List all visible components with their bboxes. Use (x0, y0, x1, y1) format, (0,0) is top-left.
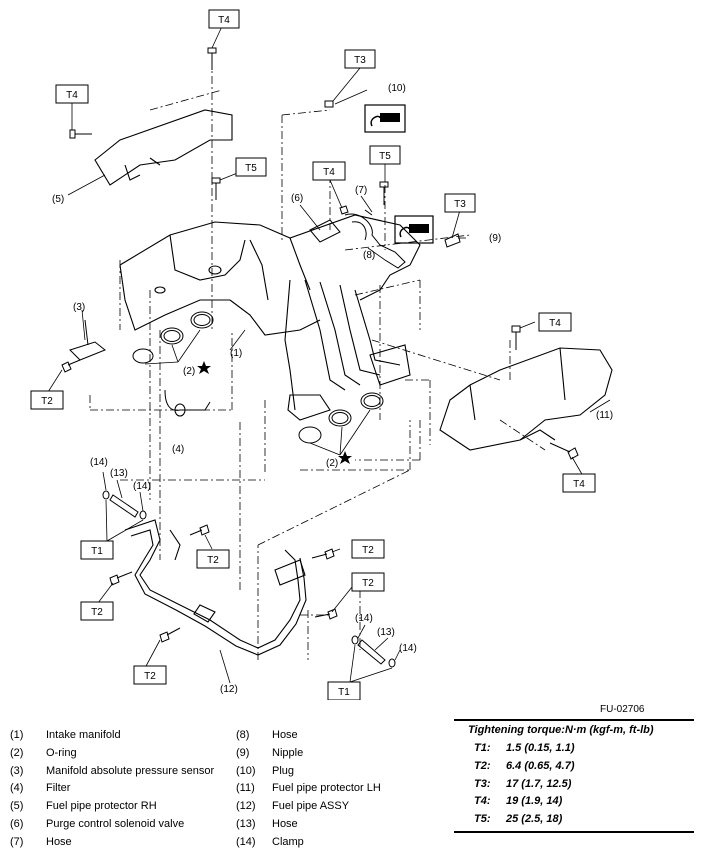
t5-box-label: T5 (245, 163, 257, 174)
map-sensor (69, 319, 106, 361)
purge-solenoid-and-hoses (309, 209, 406, 269)
t1-box-label: T1 (338, 687, 350, 698)
parts-legend-right: (8)Hose (9)Nipple (10)Plug (11)Fuel pipe… (236, 727, 381, 852)
exploded-diagram: T4 T4 T5 T3 T4 T5 T3 T4 T4 T2 T1 T2 T2 T… (30, 9, 613, 700)
callout-5: (5) (52, 194, 64, 205)
o-rings (132, 311, 384, 444)
callout-14: (14) (133, 481, 151, 492)
fuel-pipe-assy (124, 519, 307, 656)
intake-manifold (119, 214, 421, 421)
callout-11: (11) (596, 410, 613, 421)
legend-item: (13)Hose (236, 817, 298, 830)
legend-item: (6)Purge control solenoid valve (10, 817, 185, 830)
bolts (61, 47, 579, 643)
t3-box-label: T3 (354, 55, 366, 66)
legend-item: (8)Hose (236, 729, 298, 741)
t4-box-label: T4 (323, 167, 335, 178)
t2-box-label: T2 (41, 396, 53, 407)
callout-12: (12) (220, 684, 238, 695)
torque-row: T3:17 (1.7, 12.5) (474, 777, 572, 790)
callout-3: (3) (73, 302, 85, 313)
torque-table: Tightening torque:N·m (kgf-m, ft-lb) T1:… (454, 719, 694, 833)
legend-item: (3)Manifold absolute pressure sensor (10, 764, 215, 777)
parts-legend-left: (1)Intake manifold (2)O-ring (3)Manifold… (10, 727, 214, 852)
legend-item: (12)Fuel pipe ASSY (236, 800, 350, 813)
torque-row: T4:19 (1.9, 14) (474, 795, 563, 808)
callout-8: (8) (363, 250, 375, 261)
t2-box-label: T2 (91, 607, 103, 618)
callout-14: (14) (399, 643, 417, 654)
callout-9: (9) (489, 233, 501, 244)
t2-box-label: T2 (362, 545, 374, 556)
t5-box-label: T5 (379, 151, 391, 162)
torque-row: T1:1.5 (0.15, 1.1) (474, 742, 575, 754)
callout-6: (6) (291, 193, 303, 204)
callout-10: (10) (388, 83, 406, 94)
sealant-icons (364, 104, 434, 244)
t4-box-label: T4 (549, 318, 561, 329)
t4-box-label: T4 (218, 15, 230, 26)
callout-13: (13) (377, 627, 395, 638)
legend-item: (4)Filter (10, 782, 71, 795)
callout-14: (14) (355, 613, 373, 624)
t2-box-label: T2 (144, 671, 156, 682)
legend-item: (1)Intake manifold (10, 729, 121, 741)
torque-table-rule (454, 830, 694, 833)
t1-box-label: T1 (91, 546, 103, 557)
callout-13: (13) (110, 468, 128, 479)
callout-4: (4) (172, 444, 184, 455)
fuel-pipe-protector-lh (439, 347, 613, 451)
callout-14: (14) (90, 457, 108, 468)
legend-item: (10)Plug (236, 764, 295, 777)
t2-box-label: T2 (362, 578, 374, 589)
legend-item: (14)Clamp (236, 835, 304, 848)
torque-table-title: Tightening torque:N·m (kgf-m, ft-lb) (454, 719, 694, 740)
callout-1: (1) (230, 348, 242, 359)
callout-7: (7) (355, 185, 367, 196)
legend-item: (9)Nipple (236, 746, 304, 759)
t4-box-label: T4 (573, 479, 585, 490)
legend-item: (5)Fuel pipe protector RH (10, 800, 157, 813)
t2-box-label: T2 (207, 555, 219, 566)
t3-box-label: T3 (454, 199, 466, 210)
torque-row: T2:6.4 (0.65, 4.7) (474, 759, 575, 772)
filter (164, 389, 211, 417)
fuel-hoses (102, 490, 396, 668)
torque-row: T5:25 (2.5, 18) (474, 813, 563, 826)
fuel-pipe-protector-rh (94, 109, 233, 186)
callout-2: (2) (326, 458, 338, 469)
t4-box-label: T4 (66, 90, 78, 101)
legend-item: (7)Hose (10, 835, 72, 848)
legend-item: (2)O-ring (10, 746, 77, 759)
legend-item: (11)Fuel pipe protector LH (236, 782, 381, 795)
figure-id: FU-02706 (600, 704, 645, 715)
callout-2: (2) (183, 366, 195, 377)
